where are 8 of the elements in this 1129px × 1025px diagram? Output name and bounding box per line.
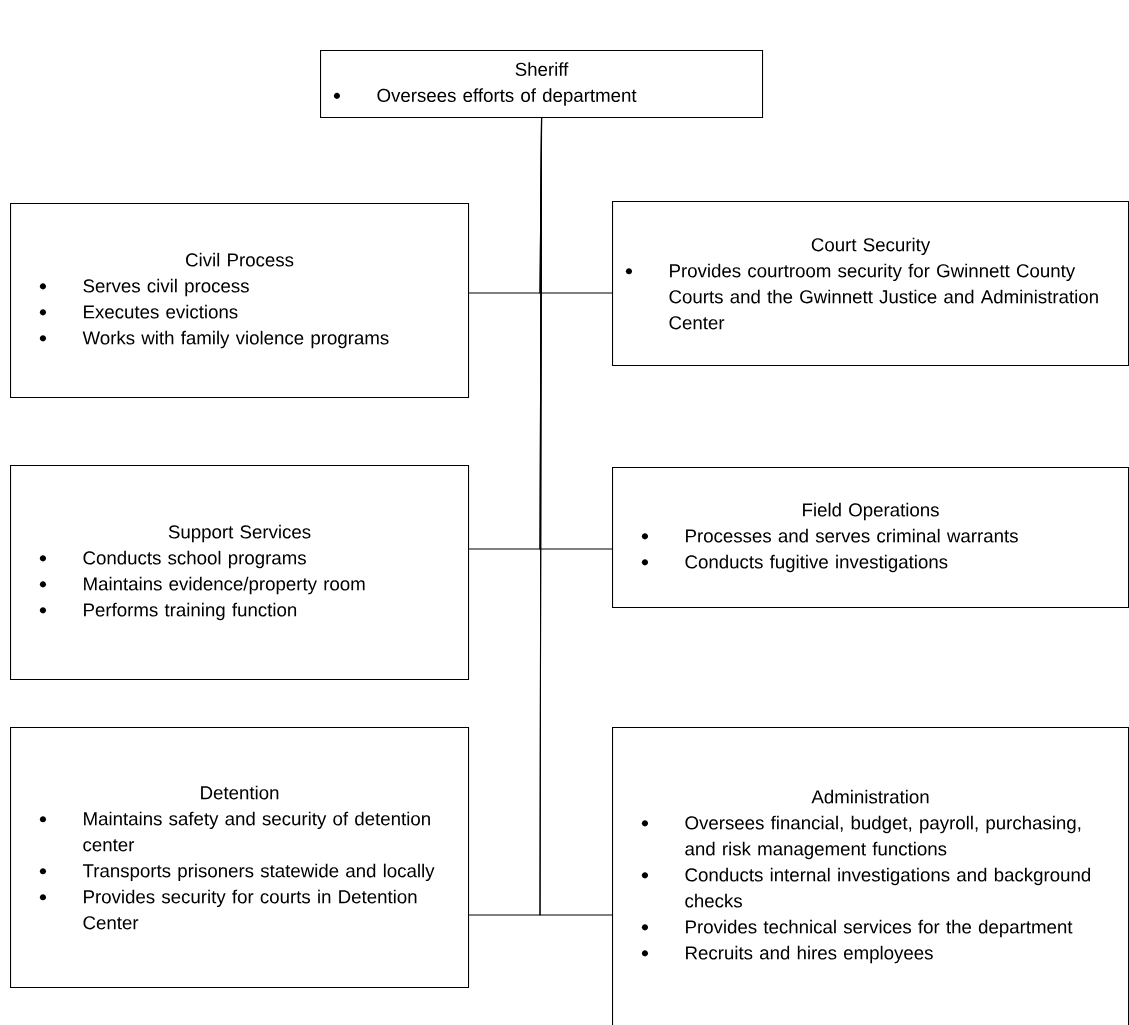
- org-box: Sheriff Oversees efforts of department: [320, 50, 764, 118]
- org-box: Civil Process Serves civil process Executes evictions Works with family violence programs: [10, 203, 470, 399]
- connector-line: [539, 117, 613, 916]
- org-box: Field Operations Processes and serves criminal warrants Conducts fugitive investigations: [612, 467, 1129, 609]
- org-box: Detention Maintains safety and security of detention center Transports prisoners statewide and locally Provides security for courts in Detention Center: [10, 727, 470, 989]
- org-box: Court Security Provides courtroom security for Gwinnett County Courts and the Gwinnett Justice and Administration Center: [612, 201, 1129, 367]
- org-box: Administration Oversees financial, budget, payroll, purchasing, and risk management functions Conducts internal investigations and background checks Provides technical services for the department Recruits and hires employees: [612, 727, 1129, 1025]
- org-box: Support Services Conducts school programs Maintains evidence/property room Performs training function: [10, 465, 470, 681]
